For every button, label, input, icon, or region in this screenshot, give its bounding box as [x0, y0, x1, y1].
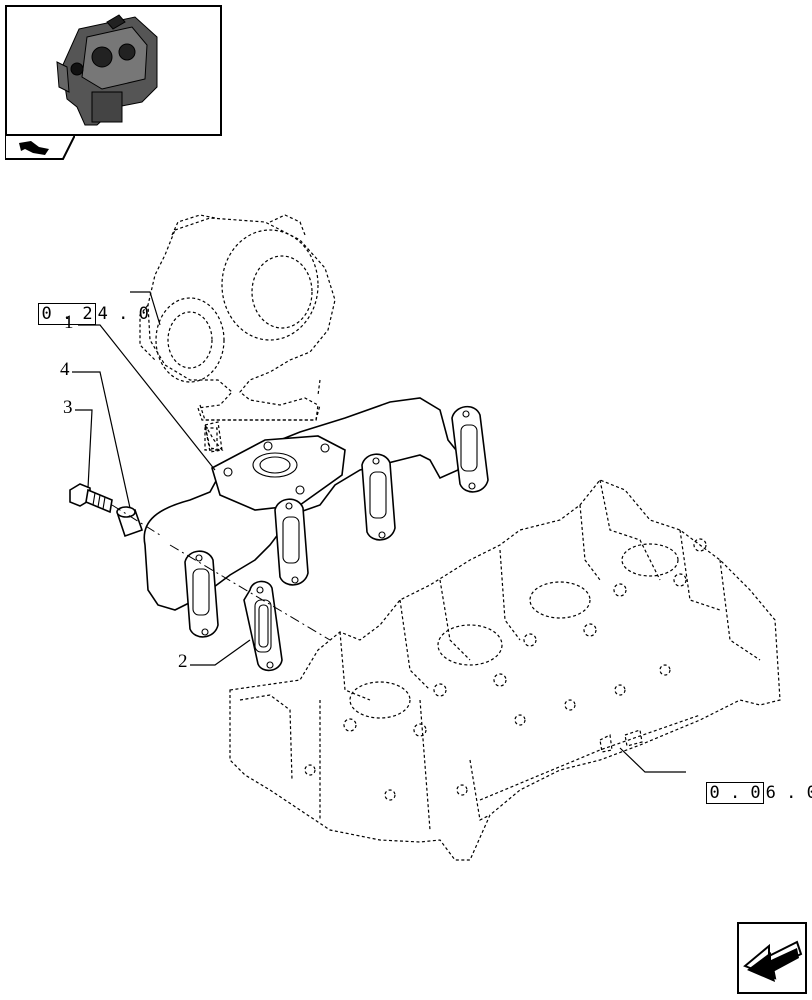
leader-head-ref	[619, 747, 686, 773]
cylinder-head-ref-boxed[interactable]: 0 . 0	[706, 782, 764, 804]
exhaust-manifold	[143, 397, 489, 638]
leader-4	[72, 371, 131, 509]
next-page-arrow-icon	[743, 940, 803, 982]
leader-3	[75, 409, 93, 489]
turbo-stud	[204, 421, 223, 453]
next-page-button[interactable]	[737, 922, 807, 994]
leader-turbo-ref	[130, 291, 161, 326]
spacer-bush	[116, 506, 144, 538]
manifold-gasket	[243, 580, 283, 672]
engine-thumbnail-icon	[56, 14, 158, 126]
cylinder-head-outline	[229, 479, 781, 861]
leader-1	[78, 324, 216, 471]
callout-2: 2	[178, 651, 188, 672]
alignment-axis	[111, 504, 161, 536]
cylinder-head-ref-rest: 6 . 0	[765, 783, 812, 803]
manifold-bolt	[69, 483, 113, 514]
turbocharger-ref-rest: 4 . 0	[97, 304, 149, 324]
alignment-axis-2	[169, 544, 331, 641]
callout-3: 3	[63, 397, 73, 418]
turbocharger-outline	[139, 214, 336, 451]
engine-thumbnail	[5, 5, 222, 136]
callout-1: 1	[64, 312, 74, 333]
book-section-icon	[5, 135, 75, 160]
callout-4: 4	[60, 359, 70, 380]
section-tab[interactable]	[5, 135, 75, 161]
leader-2	[190, 639, 251, 666]
turbocharger-ref-boxed[interactable]: 0 . 2	[38, 303, 96, 325]
